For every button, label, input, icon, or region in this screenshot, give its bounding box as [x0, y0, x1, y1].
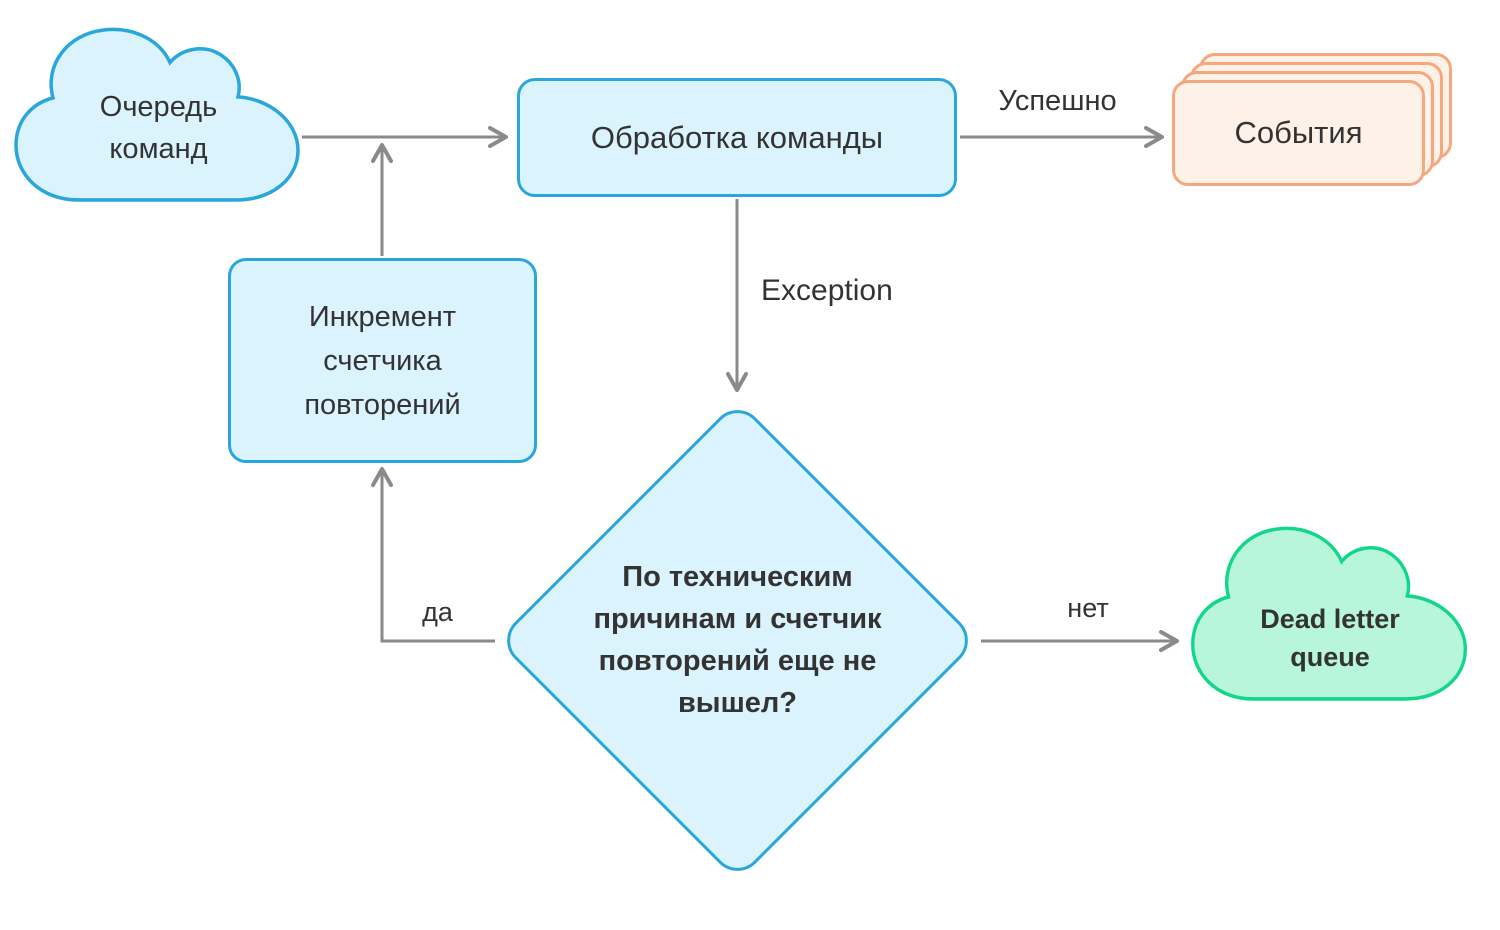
cloud-icon — [1191, 526, 1468, 701]
events-label: События — [1234, 115, 1363, 150]
edge-label-no: нет — [1067, 593, 1109, 623]
cloud-icon — [14, 27, 300, 202]
dead-letter-queue-node: Dead letter queue — [1185, 517, 1475, 704]
edge-label-yes: да — [422, 597, 453, 627]
events-card-stack: События — [1172, 53, 1457, 188]
edge-label-exception: Exception — [761, 274, 893, 307]
retry-decision-label: По техническим причинам и счетчик повтор… — [593, 561, 882, 719]
dead-letter-queue-label: Dead letter queue — [1260, 604, 1400, 672]
process-command-label: Обработка команды — [590, 119, 884, 155]
command-queue-label: Очередь команд — [99, 91, 218, 165]
command-queue-node: Очередь команд — [8, 18, 308, 205]
process-command-box: Обработка команды — [517, 78, 957, 197]
increment-retry-box: Инкремент счетчика повторений — [228, 258, 537, 463]
event-card-front: События — [1172, 80, 1425, 186]
edge-label-success: Успешно — [998, 85, 1117, 117]
